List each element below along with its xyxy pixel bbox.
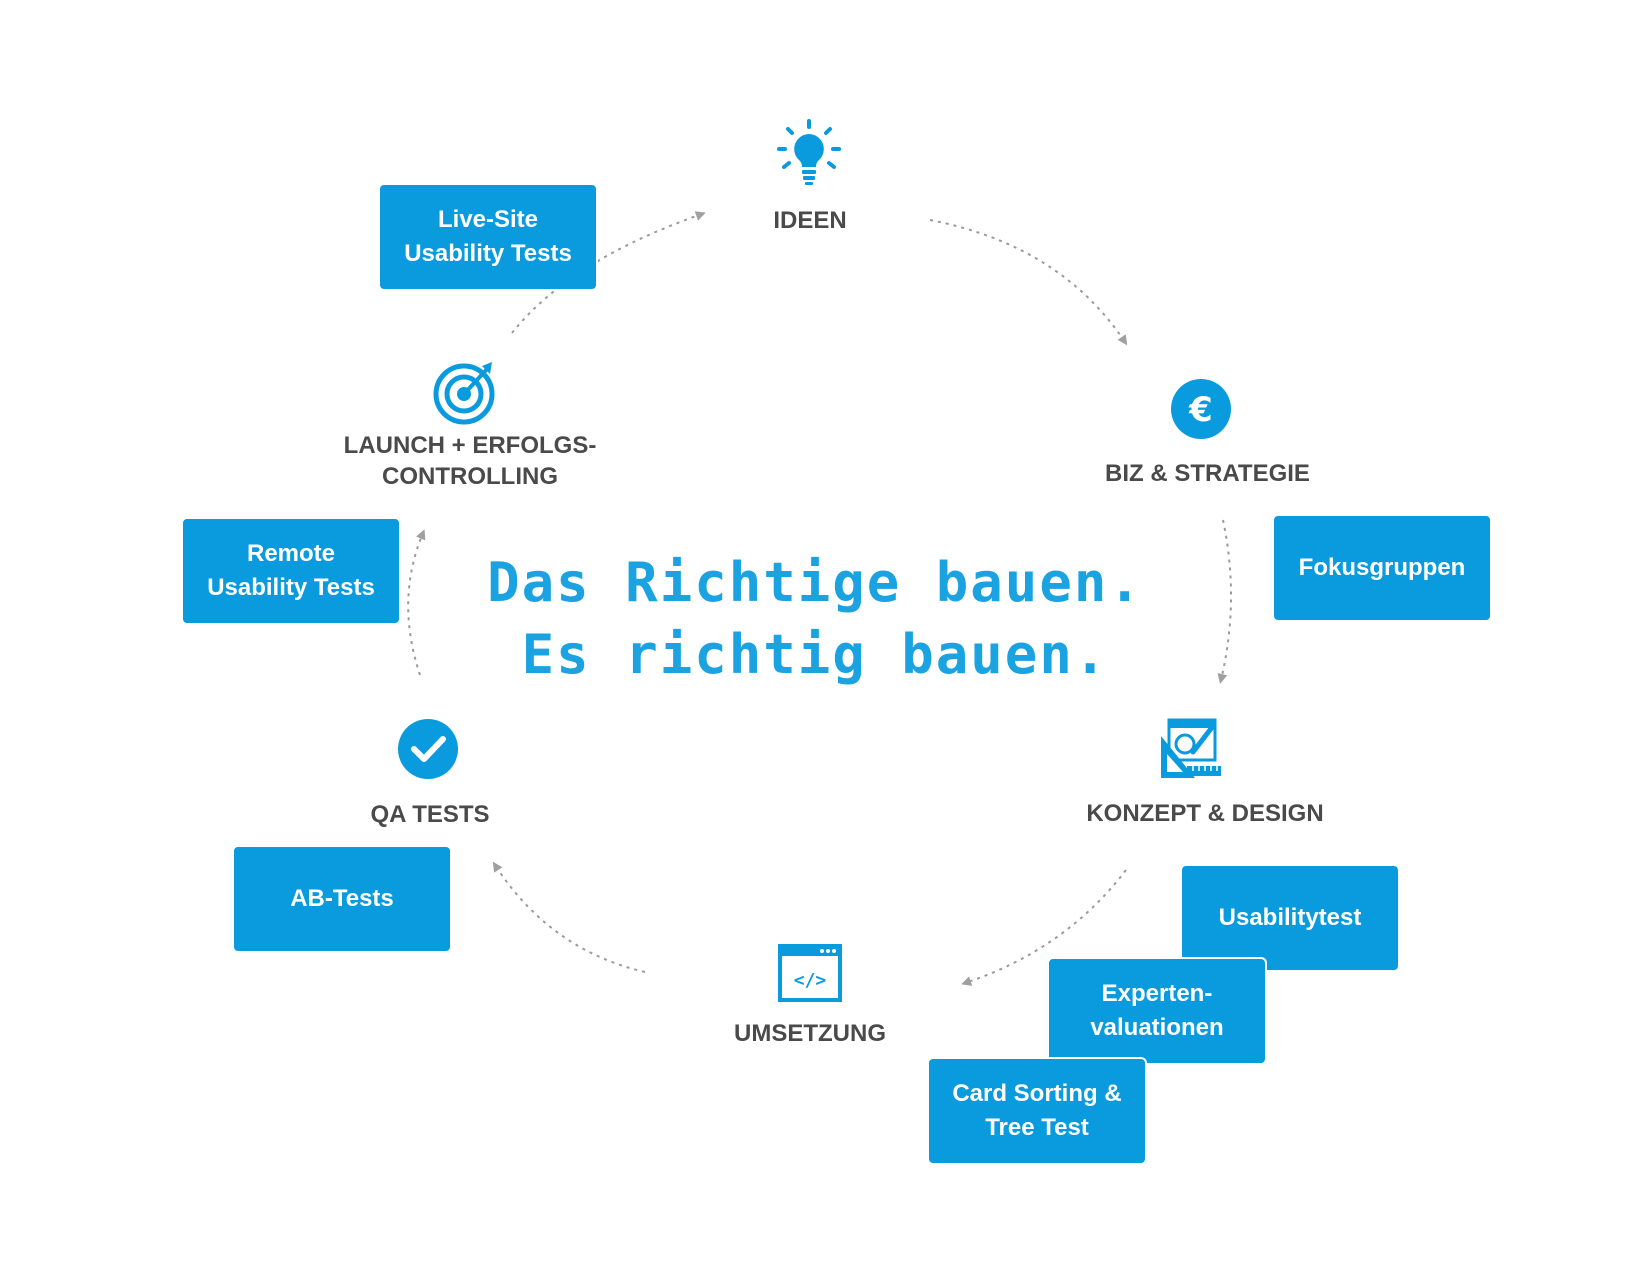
arrow-ideen-to-biz (929, 219, 1128, 346)
method-box-remote: Remote Usability Tests (181, 517, 401, 625)
method-box-line: Card Sorting & (952, 1080, 1122, 1107)
svg-text:</>: </> (794, 970, 827, 991)
method-box-live-site: Live-Site Usability Tests (378, 183, 598, 291)
tagline-line2: Es richtig bauen. (521, 623, 1109, 686)
method-box-line: Experten- (1101, 980, 1213, 1007)
method-box-usabilitytest: Usabilitytest (1180, 864, 1400, 972)
tagline-line1: Das Richtige bauen. (487, 551, 1143, 614)
stage-label-launch: LAUNCH + ERFOLGS- CONTROLLING (315, 430, 625, 492)
arrow-biz-to-konzept (1217, 519, 1233, 684)
method-box-ab-tests: AB-Tests (232, 845, 452, 953)
stage-label-ideen: IDEEN (773, 207, 847, 234)
stage-label-biz: BIZ & STRATEGIE (1105, 460, 1310, 487)
target-icon (433, 362, 495, 425)
stage-label-launch-line2: CONTROLLING (382, 463, 558, 490)
method-box-line: Usability Tests (404, 240, 572, 267)
svg-text:€: € (1188, 390, 1213, 430)
method-box-line: AB-Tests (290, 885, 394, 912)
method-box-line: valuationen (1090, 1014, 1224, 1041)
design-tools-icon (1161, 718, 1221, 778)
euro-icon: € (1171, 379, 1231, 439)
method-box-line: Live-Site (437, 206, 539, 233)
method-box-line: Tree Test (985, 1114, 1089, 1141)
checkmark-icon (398, 719, 458, 779)
method-box-line: Fokusgruppen (1298, 554, 1466, 581)
method-box-line: Usability Tests (207, 574, 375, 601)
arrow-qa-to-launch (407, 529, 426, 676)
method-box-fokusgruppen: Fokusgruppen (1272, 514, 1492, 622)
method-box-card-sorting: Card Sorting & Tree Test (927, 1057, 1147, 1165)
arrow-umsetzung-to-qa (492, 861, 646, 973)
stage-label-qa: QA TESTS (370, 801, 490, 828)
method-box-line: Remote (246, 540, 336, 567)
stage-label-konzept: KONZEPT & DESIGN (1086, 800, 1324, 827)
lightbulb-icon (777, 119, 841, 185)
arrow-launch-to-ideen (511, 211, 706, 334)
code-window-icon: </> (778, 944, 842, 1002)
stage-label-launch-line1: LAUNCH + ERFOLGS- (343, 432, 597, 459)
method-box-experten: Experten- valuationen (1047, 957, 1267, 1065)
arrow-konzept-to-umsetzung (961, 869, 1127, 986)
method-box-line: Usabilitytest (1218, 904, 1362, 931)
tagline: Das Richtige bauen. Es richtig bauen. (415, 547, 1215, 691)
stage-label-umsetzung: UMSETZUNG (734, 1020, 886, 1047)
